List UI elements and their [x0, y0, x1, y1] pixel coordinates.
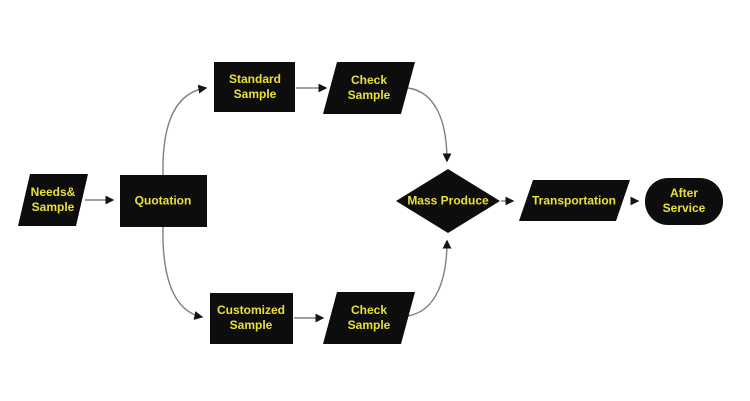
edge-check-bottom-to-mass-produce [407, 239, 452, 317]
after-service-node [645, 178, 723, 225]
standard-sample-node [214, 62, 295, 112]
customized-sample-node [210, 293, 293, 344]
edge-quotation-to-customized [162, 226, 204, 320]
check-sample-bottom-node [323, 292, 415, 344]
quotation-node [120, 175, 207, 227]
edge-quotation-to-standard [162, 84, 208, 176]
needs-sample-node [18, 174, 88, 226]
transportation-node [519, 180, 630, 221]
mass-produce-node [396, 169, 500, 233]
edge-check-top-to-mass-produce [407, 87, 452, 163]
check-sample-top-node [323, 62, 415, 114]
